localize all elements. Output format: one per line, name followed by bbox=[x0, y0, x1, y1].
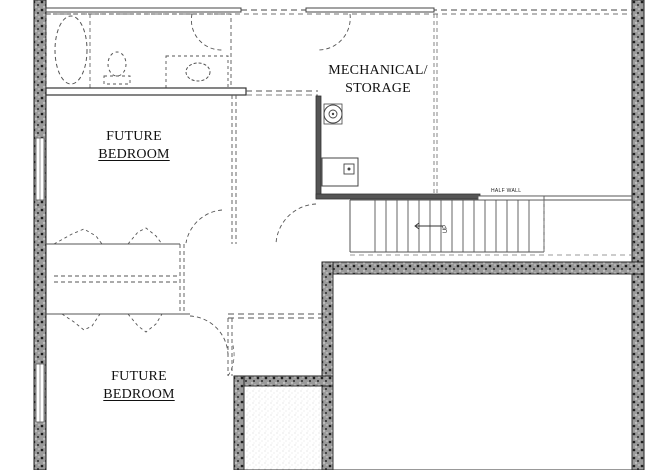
garage-separation-wall bbox=[321, 261, 645, 275]
closet-door-lower-left-icon bbox=[61, 313, 101, 331]
top-walls bbox=[45, 7, 632, 15]
mechanical-room bbox=[315, 14, 632, 200]
stair-notch-wall-left bbox=[233, 375, 245, 470]
up-label: UP bbox=[443, 224, 450, 234]
mechanical-label-line2: STORAGE bbox=[345, 81, 411, 96]
closet-door-left-icon bbox=[53, 228, 103, 245]
bathroom-outline bbox=[45, 13, 232, 91]
bedroom-lower-label-line1: FUTURE bbox=[111, 369, 167, 384]
half-wall-label: HALF WALL bbox=[491, 188, 522, 194]
garage-area bbox=[332, 273, 633, 470]
bedroom-upper-label-line2: BEDROOM bbox=[98, 147, 170, 162]
closet-door-lower-right-icon bbox=[127, 313, 163, 333]
future-bedroom-lower-label: FUTURE BEDROOM bbox=[79, 368, 199, 404]
garage-inner-wall bbox=[321, 261, 334, 470]
furnace-icon bbox=[321, 157, 359, 187]
stair-notch-wall-top bbox=[233, 375, 334, 387]
sink-icon bbox=[185, 62, 211, 82]
mechanical-storage-label: MECHANICAL/ STORAGE bbox=[318, 62, 438, 98]
concrete-slab-area bbox=[243, 385, 323, 470]
bedroom-upper bbox=[46, 95, 317, 313]
bathtub-icon bbox=[54, 15, 88, 85]
vanity-icon bbox=[165, 55, 229, 89]
bedroom-lower bbox=[46, 313, 322, 377]
bedroom-lower-label-line2: BEDROOM bbox=[103, 387, 175, 402]
bathroom bbox=[45, 13, 351, 91]
mechanical-label-line1: MECHANICAL/ bbox=[328, 63, 428, 78]
right-foundation-wall bbox=[631, 0, 645, 470]
bedroom-upper-label-line1: FUTURE bbox=[106, 129, 162, 144]
mechanical-bottom-wall bbox=[315, 193, 481, 200]
stairs bbox=[349, 195, 634, 256]
closet-door-right-icon bbox=[127, 227, 163, 245]
future-bedroom-upper-label: FUTURE BEDROOM bbox=[74, 128, 194, 164]
toilet-icon bbox=[107, 51, 127, 77]
half-wall bbox=[477, 195, 545, 201]
foundation-walls bbox=[33, 0, 645, 470]
left-foundation-wall bbox=[33, 0, 47, 470]
left-windows bbox=[35, 137, 45, 423]
mechanical-left-wall bbox=[315, 95, 322, 199]
bath-bedroom-wall bbox=[45, 87, 247, 96]
